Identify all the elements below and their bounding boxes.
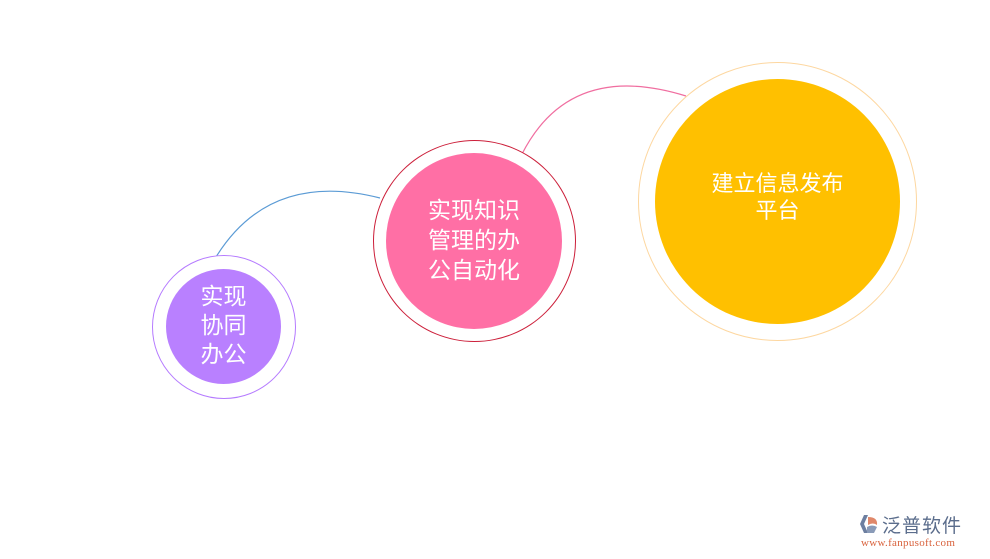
connector-n2-n3 [521,85,687,155]
brand-logo: 泛普软件 www.fanpusoft.com [858,511,988,555]
node-fill: 实现知识 管理的办 公自动化 [386,153,562,329]
node-knowledge-management: 实现知识 管理的办 公自动化 [373,140,576,342]
node-label: 建立信息发布 平台 [711,172,844,224]
node-label: 实现 协同 办公 [200,284,247,368]
logo-name: 泛普软件 [882,515,963,537]
node-fill: 建立信息发布 平台 [655,79,900,324]
logo-url: www.fanpusoft.com [861,537,956,549]
connector-n1-n2 [215,190,381,258]
node-collaborative-office: 实现 协同 办公 [152,255,296,399]
node-label: 实现知识 管理的办 公自动化 [428,198,520,284]
node-fill: 实现 协同 办公 [166,269,281,384]
node-info-publishing: 建立信息发布 平台 [638,62,917,341]
logo-mark-icon [860,515,878,533]
